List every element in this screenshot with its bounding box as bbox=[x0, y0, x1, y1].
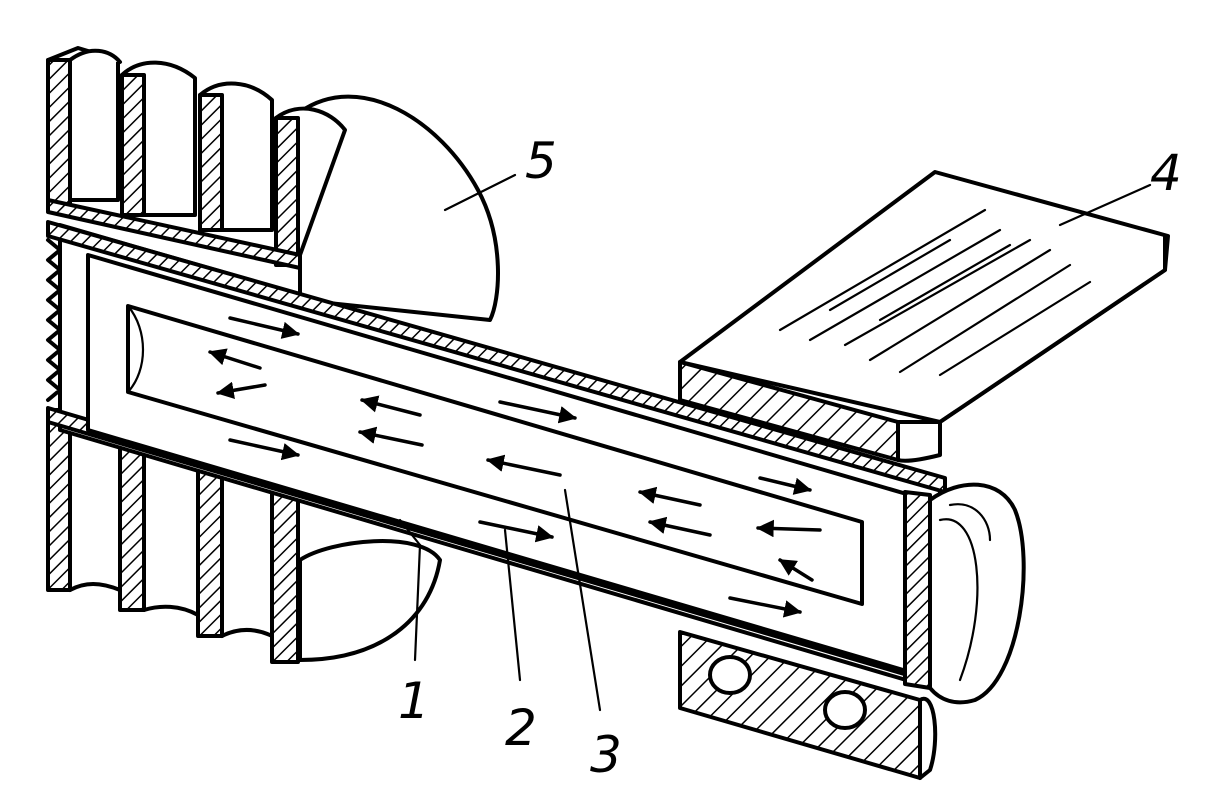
label-2: 2 bbox=[505, 699, 537, 757]
heat-source-plate bbox=[678, 170, 1170, 463]
flange-disk bbox=[298, 94, 500, 662]
label-4: 4 bbox=[1150, 144, 1182, 202]
leader-lines bbox=[398, 173, 1152, 712]
threaded-end bbox=[46, 238, 62, 402]
label-5: 5 bbox=[525, 132, 557, 190]
label-1: 1 bbox=[398, 672, 430, 730]
clamp-block bbox=[678, 630, 938, 780]
label-3: 3 bbox=[590, 726, 622, 784]
cooling-fins-top bbox=[46, 46, 347, 270]
flow-arrows bbox=[208, 316, 822, 618]
